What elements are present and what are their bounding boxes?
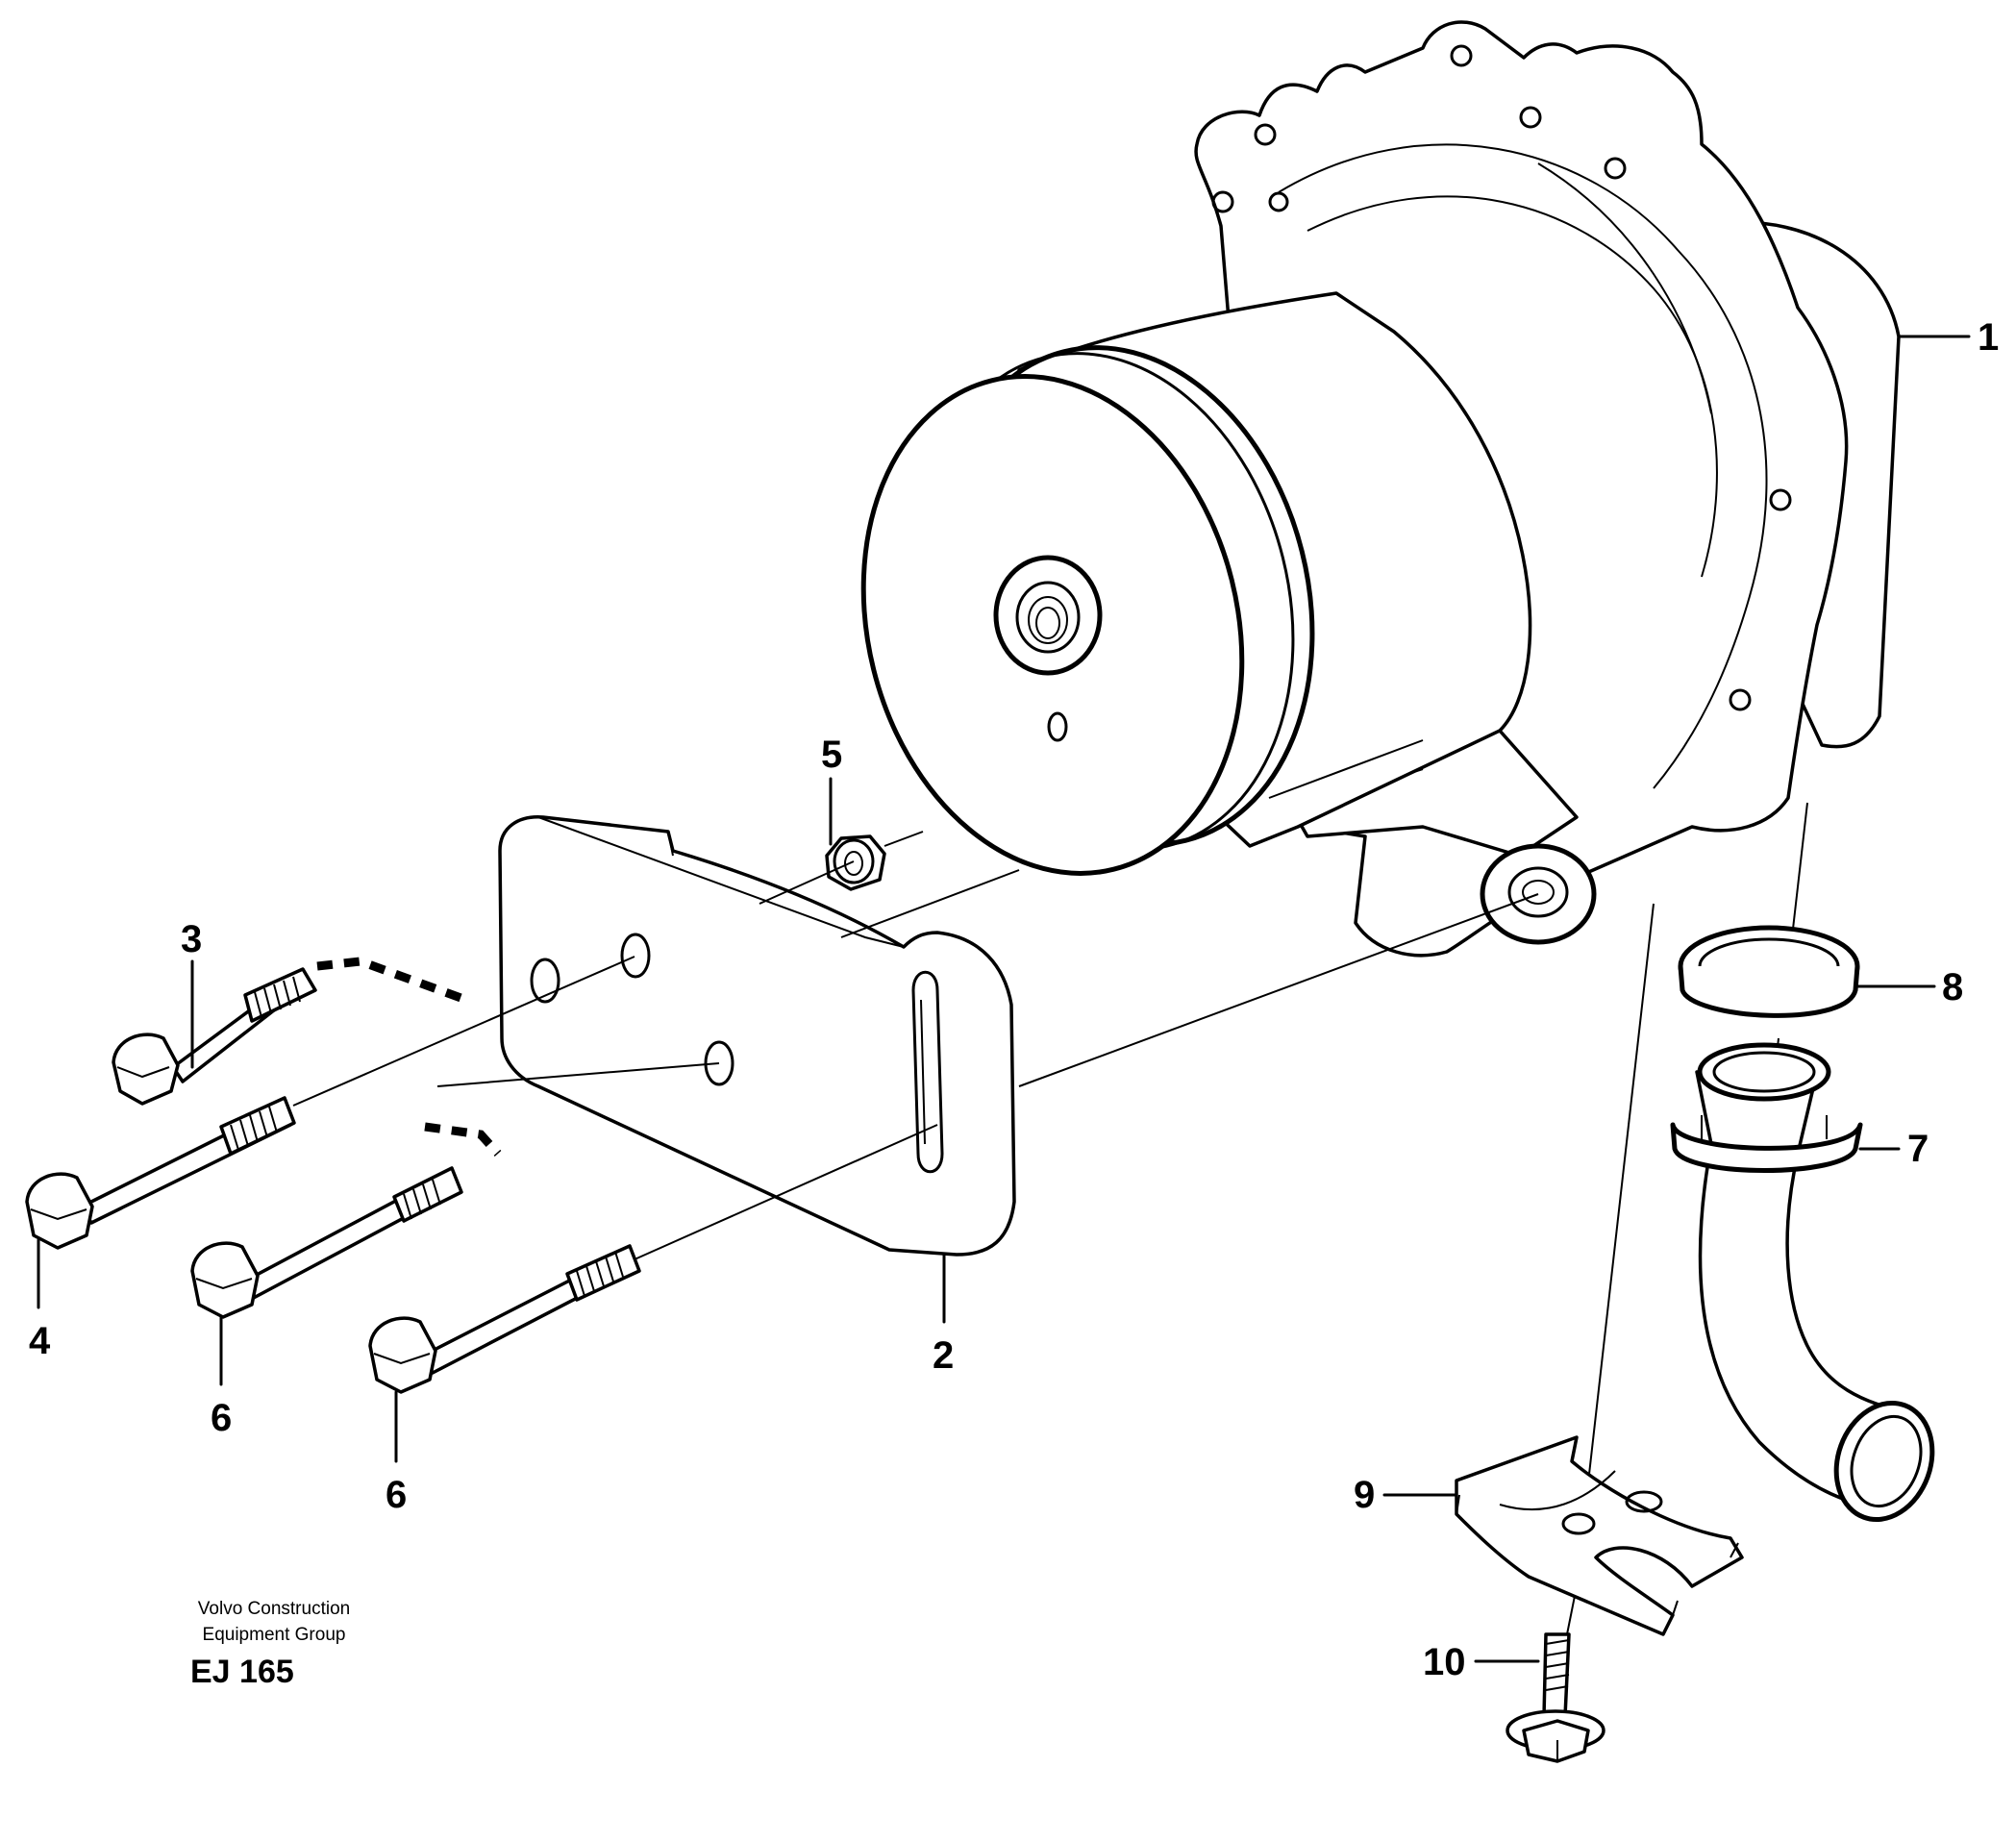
company-line-2: Equipment Group: [202, 1625, 346, 1645]
leader-lines: [37, 335, 1971, 1663]
callout-3: 3: [181, 918, 202, 960]
flange-nut: [825, 834, 886, 891]
pump-pulley: [860, 291, 1532, 876]
callout-9: 9: [1354, 1474, 1375, 1516]
drawing-code: EJ 165: [190, 1654, 294, 1690]
callout-1: 1: [1978, 316, 1999, 359]
callout-6-lower: 6: [386, 1474, 407, 1516]
bolt-6-lower: [368, 1244, 641, 1394]
retaining-plate: [1455, 1435, 1744, 1636]
mounting-bracket: [498, 815, 1016, 1257]
assembly-lines: [292, 802, 1808, 1635]
callout-10: 10: [1423, 1641, 1466, 1683]
bolt-3: [112, 967, 317, 1106]
callout-4: 4: [29, 1320, 51, 1362]
callout-6-upper: 6: [211, 1397, 232, 1439]
bolt-6-upper: [190, 1166, 463, 1319]
small-bolt: [1506, 1632, 1605, 1763]
bolt-4: [25, 1096, 296, 1250]
company-credit: Volvo Construction Equipment Group: [144, 1596, 404, 1648]
elbow-pipe: [1670, 1042, 1935, 1523]
company-line-1: Volvo Construction: [197, 1599, 351, 1619]
callout-5: 5: [821, 734, 842, 776]
callout-8: 8: [1942, 966, 1963, 1008]
callout-2: 2: [933, 1334, 954, 1377]
callout-7: 7: [1907, 1128, 1929, 1170]
seal-ring: [1678, 925, 1860, 1018]
